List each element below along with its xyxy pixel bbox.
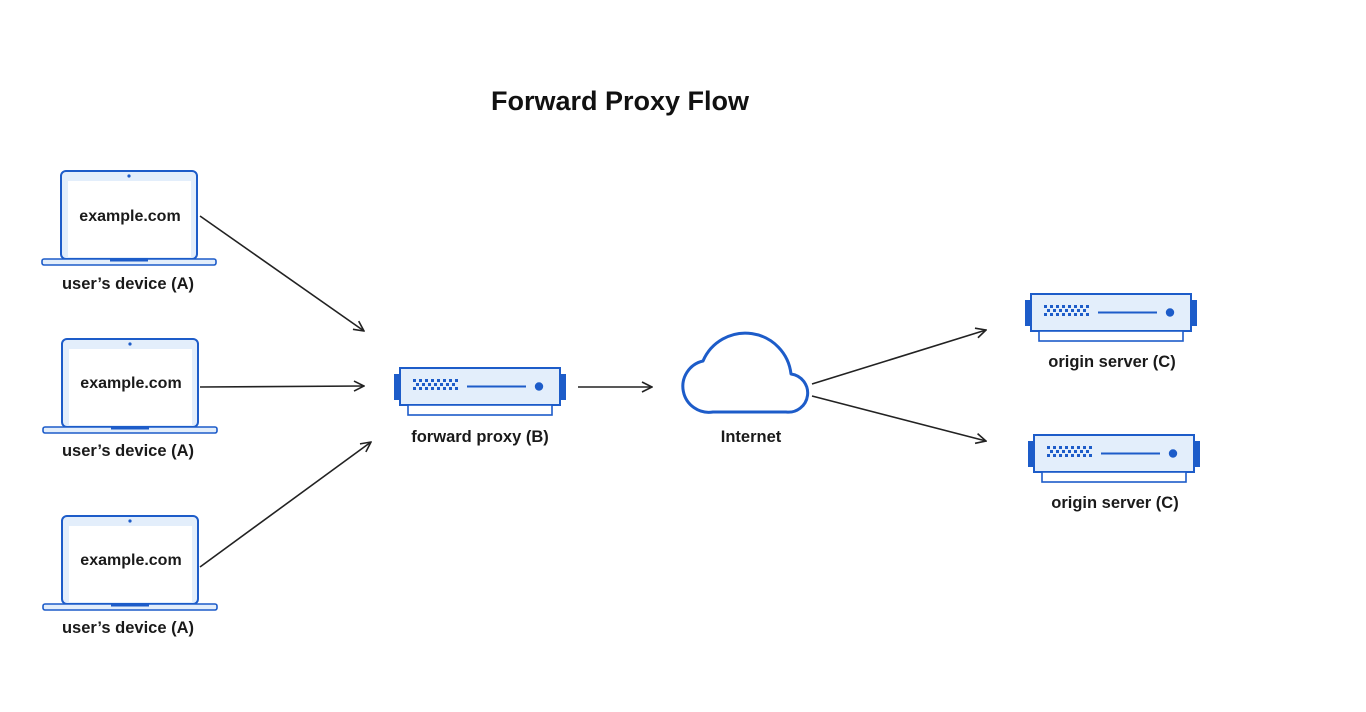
origin-server-2: origin server (C) bbox=[1027, 434, 1201, 512]
user-device-1: example.com user’s device (A) bbox=[41, 170, 217, 293]
device-label: user’s device (A) bbox=[62, 275, 194, 293]
arrow-device2-to-proxy bbox=[199, 386, 364, 387]
internet-label: Internet bbox=[721, 428, 782, 446]
server-icon bbox=[1024, 293, 1198, 342]
arrow-internet-to-server2 bbox=[811, 395, 986, 441]
user-device-3: example.com user’s device (A) bbox=[42, 515, 218, 637]
device-label: user’s device (A) bbox=[62, 442, 194, 460]
flow-arrows bbox=[199, 215, 986, 568]
server-label: origin server (C) bbox=[1048, 353, 1175, 371]
device-label: user’s device (A) bbox=[62, 619, 194, 637]
screen-url: example.com bbox=[80, 552, 181, 569]
internet: Internet bbox=[681, 331, 810, 446]
arrow-device1-to-proxy bbox=[199, 215, 364, 331]
arrow-device3-to-proxy bbox=[199, 442, 371, 568]
origin-server-1: origin server (C) bbox=[1024, 293, 1198, 371]
screen-url: example.com bbox=[79, 208, 180, 225]
forward-proxy: forward proxy (B) bbox=[393, 367, 567, 446]
user-device-2: example.com user’s device (A) bbox=[42, 338, 218, 460]
screen-url: example.com bbox=[80, 375, 181, 392]
server-icon bbox=[393, 367, 567, 416]
arrow-internet-to-server1 bbox=[811, 330, 986, 385]
diagram-title: Forward Proxy Flow bbox=[491, 86, 750, 116]
server-icon bbox=[1027, 434, 1201, 483]
proxy-label: forward proxy (B) bbox=[411, 428, 549, 446]
server-label: origin server (C) bbox=[1051, 494, 1178, 512]
cloud-icon bbox=[681, 331, 810, 414]
